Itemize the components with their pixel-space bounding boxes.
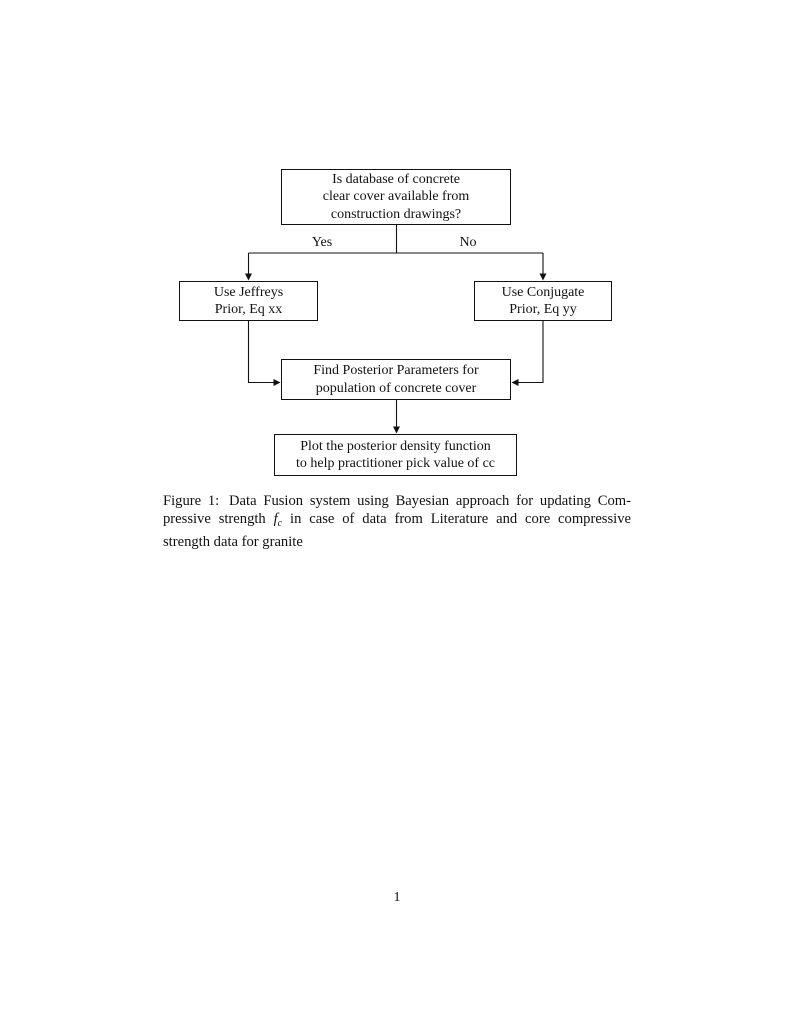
arrowhead-into-conjugate <box>539 273 547 281</box>
figure-caption-label: Figure 1: <box>163 493 220 509</box>
flow-node-posterior-line: Find Posterior Parameters for <box>313 363 479 378</box>
arrowhead-into-plot <box>393 426 400 434</box>
arrowhead-into-posterior-right <box>511 379 519 386</box>
figure-caption: Figure 1: Data Fusion system using Bayes… <box>163 492 631 551</box>
page-number: 1 <box>393 890 401 905</box>
flow-node-jeffreys-line: Use Jeffreys <box>213 284 284 300</box>
figure-caption-text: pressive strength <box>163 511 266 527</box>
fc-math-symbol: fc <box>273 511 283 529</box>
flow-node-jeffreys-line: Prior, Eq xx <box>214 302 283 317</box>
fc-symbol-subscript: c <box>277 518 283 529</box>
figure-caption-line: pressive strength fc in case of data fro… <box>163 510 631 533</box>
edge-jeffreys-to-posterior <box>247 321 274 384</box>
edge-label-no: No <box>457 235 479 251</box>
flow-node-plot-line: Plot the posterior density function <box>300 438 491 454</box>
edge-label-yes: Yes <box>309 235 335 251</box>
flow-node-question-line: clear cover available from <box>322 189 470 205</box>
arrowhead-into-jeffreys <box>245 273 252 281</box>
figure-caption-line: strength data for granite <box>163 534 303 550</box>
edge-conjugate-to-posterior <box>518 321 544 384</box>
flow-node-question-line: construction drawings? <box>330 206 462 222</box>
arrowhead-into-posterior-left <box>273 379 281 386</box>
flow-node-question: Is database of concrete clear cover avai… <box>281 169 511 225</box>
flow-node-conjugate-line: Use Conjugate <box>501 284 585 300</box>
flow-node-jeffreys-prior: Use Jeffreys Prior, Eq xx <box>179 281 318 321</box>
flow-node-posterior-line: population of concrete cover <box>315 380 477 396</box>
flow-node-plot-posterior: Plot the posterior density function to h… <box>274 434 517 476</box>
flow-node-conjugate-line: Prior, Eq yy <box>509 302 577 317</box>
figure-caption-text: Data Fusion system using Bayesian approa… <box>229 493 631 509</box>
figure-caption-line: Figure 1: Data Fusion system using Bayes… <box>163 492 631 510</box>
figure-caption-text: in case of data from Literature and core… <box>290 511 631 527</box>
flow-node-conjugate-prior: Use Conjugate Prior, Eq yy <box>474 281 612 321</box>
flow-node-find-posterior: Find Posterior Parameters for population… <box>281 359 511 400</box>
flow-node-plot-line: to help practitioner pick value of cc <box>295 456 496 471</box>
flow-node-question-line: Is database of concrete <box>332 171 460 187</box>
fc-symbol-letter: f <box>273 511 278 527</box>
